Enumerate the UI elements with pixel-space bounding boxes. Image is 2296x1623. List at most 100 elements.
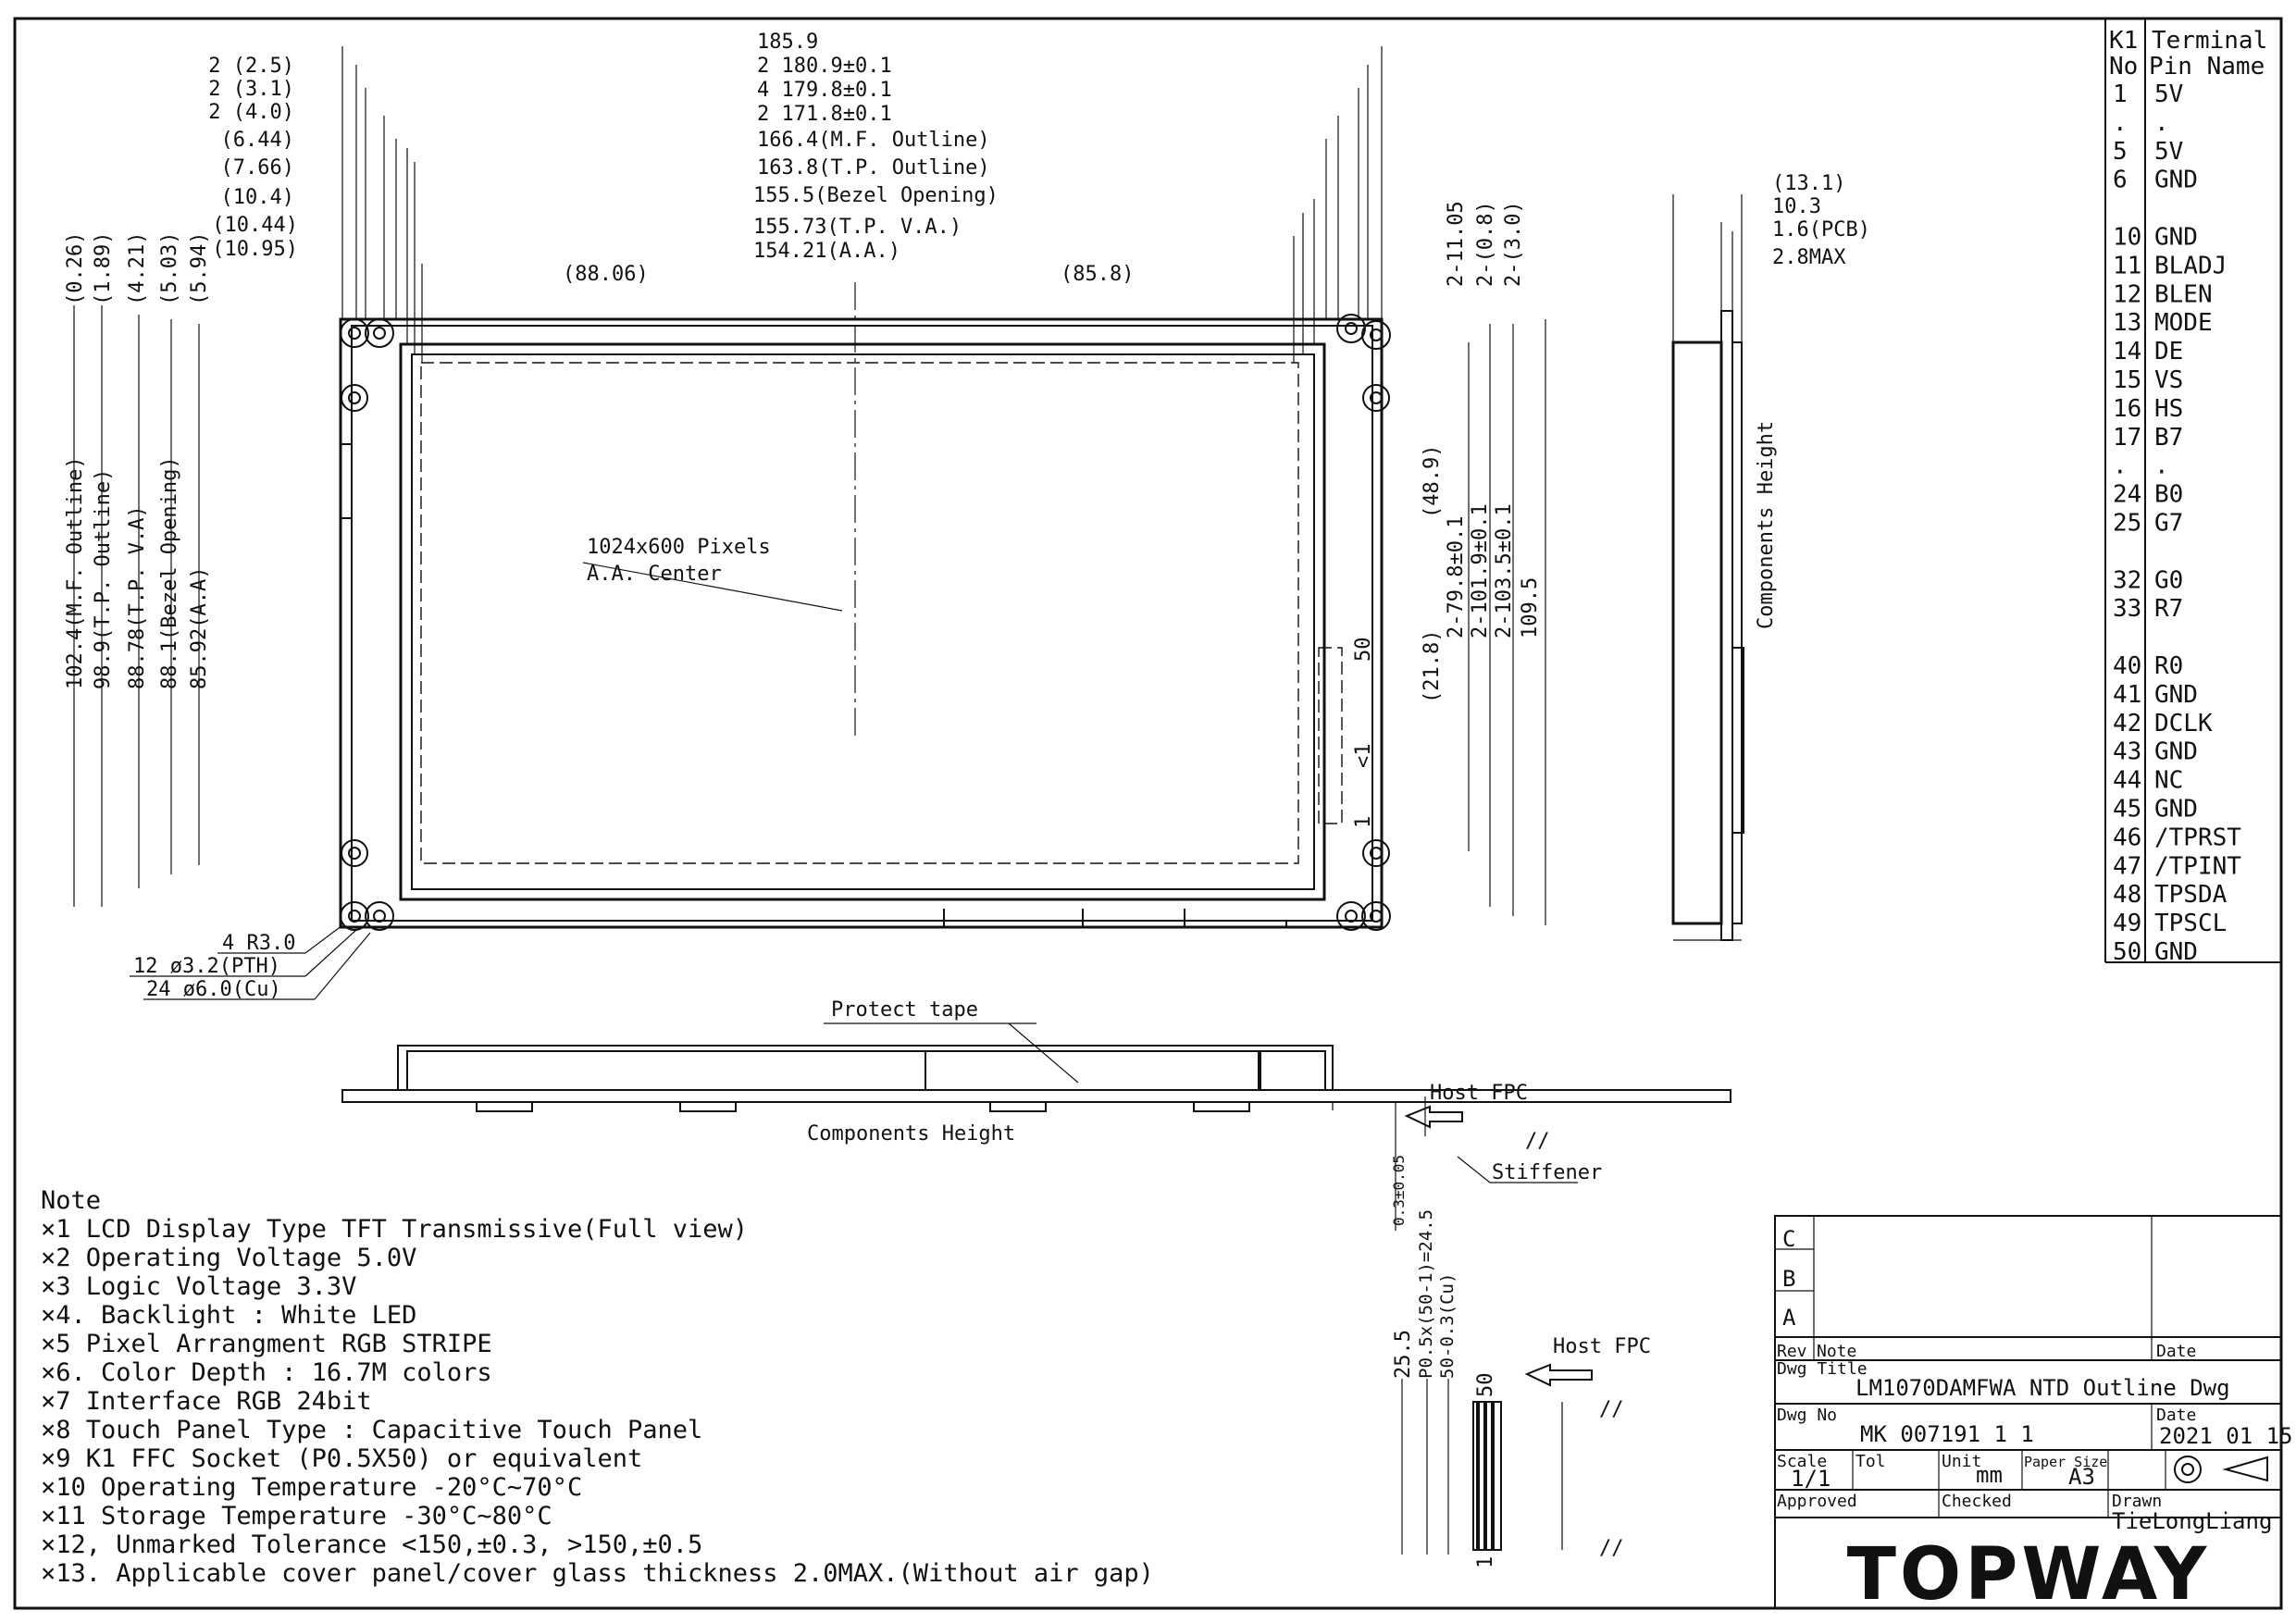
dim-text: 88.1(Bezel Opening) [158,456,181,689]
half-dim-left: (88.06) [563,263,649,286]
dim-text: 185.9 [757,31,818,54]
notes: Note ×1 LCD Display Type TFT Transmissiv… [41,1186,1154,1588]
pin-name: B7 [2154,424,2183,452]
pin-name: B0 [2154,481,2183,509]
fpc-detail: 25.5 P0.5x(50-1)=24.5 50-0.3(Cu) 50 1 Ho… [1392,1209,1651,1568]
dim-text: (13.1) [1772,172,1845,195]
left-vertical-dims: (0.26) (1.89) (4.21) (5.03) (5.94) 102.4… [64,232,211,689]
dim-text: 88.78(T.P. V.A) [126,505,149,689]
pin-name: . [2154,109,2169,137]
dim-text: 2 171.8±0.1 [757,103,892,126]
note-line: ×9 K1 FFC Socket (P0.5X50) or equivalent [41,1444,642,1473]
half-dim-right: (85.8) [1061,263,1134,286]
dim-text: 2-(0.8) [1474,201,1497,287]
pin-number: 25 [2113,510,2141,538]
projection-circle-icon [2174,1456,2202,1483]
stiffener-mark: // [1525,1130,1550,1153]
pin-number: 12 [2113,280,2141,308]
connector-mark: 1 [1352,816,1375,828]
dim-text: 109.5 [1519,577,1542,638]
right-vertical-dim-lines [1468,319,1546,925]
top-left-extension-lines [341,46,423,363]
dim-text: 2 (2.5) [208,55,294,78]
dim-text: 4 179.8±0.1 [757,79,892,102]
dim-text: 2-101.9±0.1 [1469,503,1492,638]
topway-logo: TOPWAY [1847,1533,2211,1617]
pin-number: 15 [2113,366,2141,394]
dim-text: 4 R3.0 [222,932,295,955]
fpc-host-label: Host FPC [1553,1335,1651,1358]
dwg-title-label: Dwg Title [1777,1359,1868,1379]
note-line: ×11 Storage Temperature -30°C~80°C [41,1502,552,1530]
pin-number: 6 [2113,167,2128,194]
pin-name: GND [2154,224,2198,252]
pin-name: TPSDA [2154,881,2228,909]
front-view [339,282,1391,931]
pin-number: 1 [2113,81,2128,108]
unit-label: Unit [1942,1452,1981,1471]
side-components-label: Components Height [1755,421,1778,629]
pin-name: /TPINT [2154,852,2241,880]
dim-text: (21.8) [1421,630,1444,703]
pin-name: GND [2154,738,2198,766]
pin-number: 14 [2113,338,2141,365]
dwg-no: MK 007191 1 1 [1860,1421,2034,1447]
pin-number: . [2113,452,2128,480]
dim-text: 10.3 [1772,195,1821,218]
pin-number: 47 [2113,852,2141,880]
tp-va [411,353,1315,890]
protect-tape-label: Protect tape [831,998,978,1022]
pin-number: . [2113,109,2128,137]
pin-name: . [2154,452,2169,480]
dim-text: (1.89) [92,232,115,305]
dim-text: 154.21(A.A.) [753,240,900,263]
pin-name: 5V [2154,138,2183,166]
date-label: Date [2156,1342,2196,1361]
dim-text: (0.26) [64,232,87,305]
dim-text: (6.44) [221,129,294,152]
dim-text: P0.5x(50-1)=24.5 [1416,1209,1436,1379]
pin-number: 16 [2113,395,2141,423]
pin-number: 24 [2113,481,2141,509]
pin-number: 40 [2113,652,2141,680]
rev-mark: B [1782,1266,1795,1292]
checked-label: Checked [1942,1492,2012,1511]
hole-dims: 4 R3.0 12 ø3.2(PTH) 24 ø6.0(Cu) [130,924,371,1001]
date-value-label: Date [2156,1406,2196,1425]
title-block: C B A Rev Note Date Dwg Title LM1070DAMF… [1774,1215,2293,1617]
drawn-value: TieLongLiang [2112,1508,2272,1534]
pin-name: GND [2154,938,2198,966]
bottom-view: Protect tape Components Height Host FPC … [341,998,1731,1231]
pin-number: 10 [2113,224,2141,252]
pin-number: 43 [2113,738,2141,766]
pin-number: 17 [2113,424,2141,452]
connector-mark: <1 [1352,744,1375,769]
note-line: ×7 Interface RGB 24bit [41,1387,372,1416]
pin-header: K1 [2109,27,2138,55]
right-vertical-dims: 2-11.05 2-(0.8) 2-(3.0) (48.9) (21.8) 2-… [1421,201,1542,703]
scale-value: 1/1 [1791,1466,1831,1492]
unit-value: mm [1976,1462,2003,1488]
fpc-pin-mark: 1 [1474,1556,1497,1568]
dim-text: 2-79.8±0.1 [1445,516,1468,638]
rev-mark: C [1782,1226,1795,1252]
dim-text: (48.9) [1421,445,1444,518]
dim-text: (5.03) [158,232,181,305]
dim-text: 166.4(M.F. Outline) [757,129,990,152]
pin-name: DCLK [2154,710,2213,737]
host-fpc-label: Host FPC [1430,1082,1528,1105]
outline-mf [339,317,1384,929]
pin-name: GND [2154,796,2198,824]
bezel-opening [399,342,1326,901]
pin-number: 50 [2113,938,2141,966]
dim-text: 2 180.9±0.1 [757,55,892,78]
pin-number: 48 [2113,881,2141,909]
notes-title: Note [41,1186,101,1215]
rev-mark: A [1782,1305,1796,1331]
note-line: ×10 Operating Temperature -20°C~70°C [41,1473,582,1502]
pin-name: VS [2154,366,2183,394]
pin-name: 5V [2154,81,2183,108]
pin-number: 46 [2113,824,2141,851]
